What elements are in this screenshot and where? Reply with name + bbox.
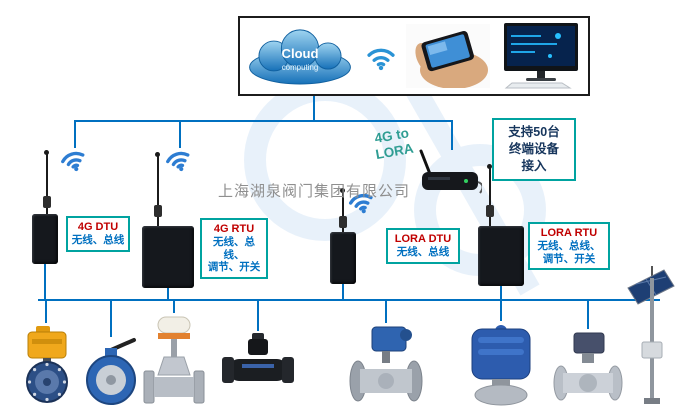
link-lora-rtu-to-bus (500, 286, 502, 300)
cloud-platform-box: Cloud computing (238, 16, 590, 96)
antenna-coil (339, 216, 347, 228)
drop-to-valve-5 (385, 299, 387, 323)
capacity-note-box: 支持50台 终端设备 接入 (492, 118, 576, 181)
antenna-icon (489, 166, 491, 226)
company-watermark: 上海湖泉阀门集团有限公司 (218, 183, 411, 200)
desktop-computer-photo (498, 22, 584, 90)
antenna-coil (486, 205, 494, 217)
lora-dtu-module (330, 232, 356, 284)
antenna-icon (342, 190, 344, 232)
label-4g-rtu: 4G RTU 无线、总线、 调节、开关 (200, 218, 268, 279)
antenna-coil (43, 196, 51, 208)
drop-to-valve-3 (173, 299, 175, 313)
drop-to-valve-1 (45, 299, 47, 323)
drop-to-4g-rtu (179, 122, 181, 148)
link-4g-rtu-to-bus (167, 288, 169, 300)
gate-valve-pneumatic-actuator-photo (140, 313, 208, 407)
drop-to-valve-7 (587, 299, 589, 329)
cloud-subtitle: computing (282, 63, 319, 72)
link-4g-dtu-to-bus (44, 264, 46, 300)
label-lora-dtu: LORA DTU 无线、总线 (386, 228, 460, 264)
gateway-router-device (418, 148, 482, 196)
drop-to-4g-dtu (74, 122, 76, 148)
antenna-coil (154, 205, 162, 217)
cloud-computing-icon: Cloud computing (244, 23, 356, 89)
drop-to-gateway (451, 122, 453, 150)
wifi-icon (343, 185, 379, 218)
wifi-icon (160, 142, 197, 176)
butterfly-valve-blue-lever-photo (82, 336, 140, 406)
ball-valve-black-photo (222, 331, 294, 403)
cloud-title: Cloud (282, 46, 319, 61)
antenna-icon (46, 152, 48, 214)
flanged-ball-valve-blue-electric-actuator-photo (348, 323, 424, 407)
flanged-ball-valve-electric-actuator-photo (552, 329, 624, 407)
bus-line-upper (74, 120, 453, 122)
wifi-icon (55, 142, 92, 176)
lora-rtu-module (478, 226, 524, 286)
4g-dtu-module (32, 214, 58, 264)
wifi-icon (364, 40, 398, 72)
label-lora-rtu: LORA RTU 无线、总线、 调节、开关 (528, 222, 610, 271)
drop-to-valve-4 (257, 299, 259, 331)
link-lora-dtu-to-bus (342, 284, 344, 300)
solar-panel-pole-station-photo (622, 266, 684, 410)
antenna-icon (157, 154, 159, 226)
gateway-4g-to-lora-label: 4G to LORA (373, 125, 415, 162)
connector-topbox-to-bus (313, 96, 315, 120)
bus-line-lower (38, 299, 660, 301)
drop-to-valve-2 (110, 299, 112, 337)
drop-to-valve-6 (500, 299, 502, 321)
4g-rtu-module (142, 226, 194, 288)
smartphone-in-hand-photo (406, 24, 490, 88)
electric-actuator-blue-gearbox-photo (462, 321, 540, 407)
butterfly-valve-yellow-electric-actuator-photo (12, 322, 80, 404)
label-4g-dtu: 4G DTU 无线、总线 (66, 216, 130, 252)
